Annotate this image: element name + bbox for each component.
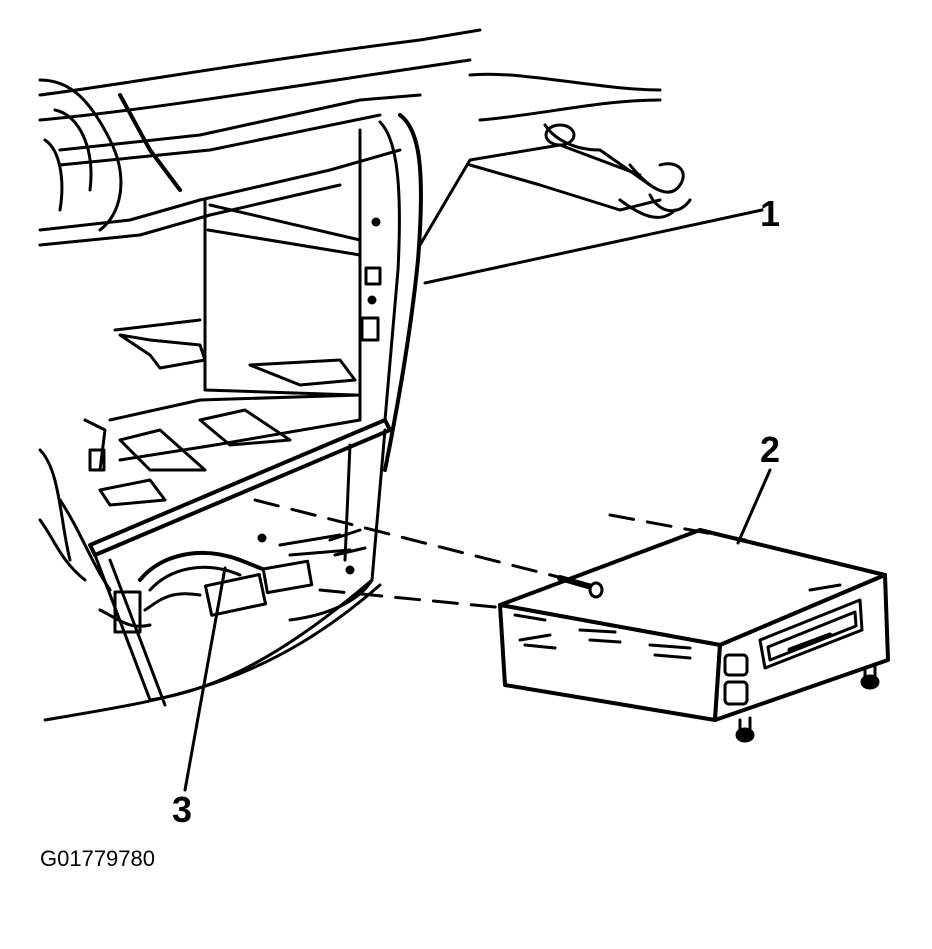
radio-cavity <box>40 200 390 720</box>
radio-unit <box>500 530 888 741</box>
installation-alignment-lines <box>255 500 745 608</box>
mounting-screw <box>560 578 602 597</box>
leader-line-2 <box>738 470 770 543</box>
leader-line-1 <box>425 210 762 283</box>
callout-2: 2 <box>760 429 781 470</box>
figure-id: G01779780 <box>40 846 155 871</box>
dashboard-structure <box>40 30 690 470</box>
wiring-harness-connector <box>60 420 365 632</box>
leader-line-3 <box>185 568 225 790</box>
callout-1: 1 <box>760 193 781 234</box>
leader-lines <box>185 210 770 790</box>
callout-3: 3 <box>172 789 193 830</box>
